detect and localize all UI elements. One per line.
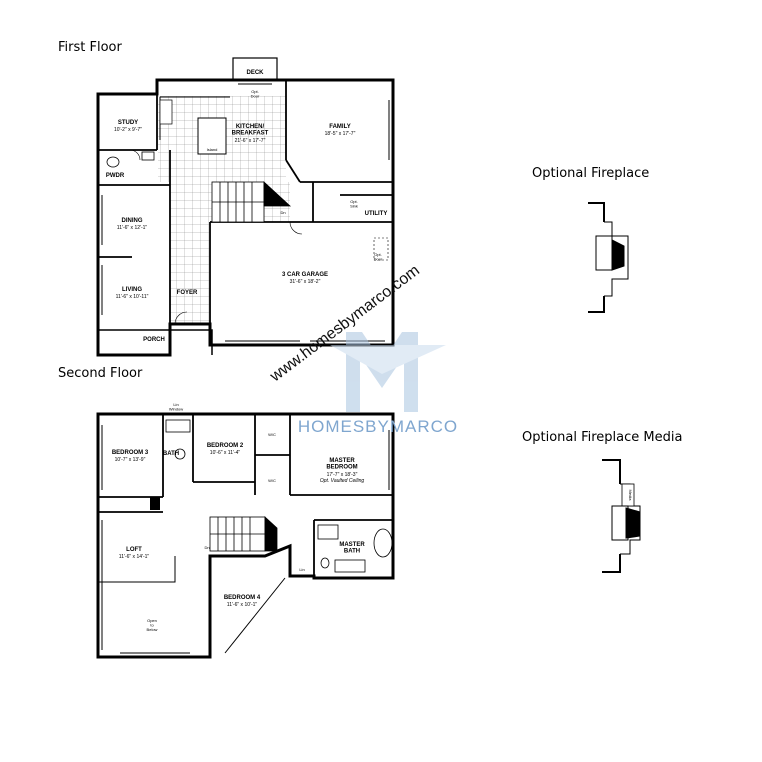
dining-dim: 11'-6" x 12'-1" <box>117 225 148 231</box>
opt-sink-label: Opt.Sink <box>350 199 358 208</box>
pwdr-label: PWDR <box>106 173 125 179</box>
living-label: LIVING <box>122 287 142 293</box>
optional-fireplace-heading: Optional Fireplace <box>532 166 650 181</box>
media-label: Media <box>628 490 633 502</box>
study-label: STUDY <box>118 120 138 126</box>
family-label: FAMILY <box>329 124 350 130</box>
second-floor-plan <box>96 412 395 659</box>
second-floor-heading: Second Floor <box>58 366 143 381</box>
second-floor-outer-wall <box>96 412 395 659</box>
second-floor-stairs <box>209 516 278 552</box>
wic-label-1: W/C <box>268 432 276 437</box>
bath-label: BATH <box>163 451 179 457</box>
deck-label: DECK <box>246 70 264 76</box>
opt-door-top-label: Opt.Door <box>251 89 260 98</box>
first-floor-labels: DECK Opt.Door STUDY 10'-2" x 9'-7" KITCH… <box>106 70 388 343</box>
optional-fireplace-detail <box>588 202 629 313</box>
foyer-label: FOYER <box>177 290 198 296</box>
watermark-logo <box>330 332 446 412</box>
master-bedroom-dim: 17'-7" x 18'-3" <box>327 472 358 478</box>
porch <box>98 329 213 355</box>
lin-label: Lin <box>299 567 304 572</box>
opt-door-garage-label: Opt.Door <box>374 252 383 261</box>
living-dim: 11'-6" x 10'-11" <box>116 294 149 300</box>
bedroom2-label: BEDROOM 2 <box>207 443 244 449</box>
wic-label-2: W/C <box>268 478 276 483</box>
loft-label: LOFT <box>126 547 142 553</box>
family-dim: 18'-5" x 17'-7" <box>325 131 356 137</box>
master-vaulted-note: Opt. Vaulted Ceiling <box>320 478 365 484</box>
foyer-tile-floor <box>170 182 210 324</box>
garage-label: 3 CAR GARAGE <box>282 272 328 278</box>
loft-dim: 11'-6" x 14'-1" <box>119 554 150 560</box>
bedroom4-label: BEDROOM 4 <box>224 595 261 601</box>
porch-label: PORCH <box>143 337 165 343</box>
deck <box>232 57 278 81</box>
optional-fireplace-media-heading: Optional Fireplace Media <box>522 430 683 445</box>
first-floor-heading: First Floor <box>58 40 122 55</box>
garage-dim: 31'-6" x 18'-2" <box>290 279 321 285</box>
first-floor-dn-label: Dn <box>280 210 285 215</box>
island-label: Island <box>207 147 218 152</box>
first-floor-plan <box>96 57 395 357</box>
study-dim: 10'-2" x 9'-7" <box>114 127 142 133</box>
utility-label: UTILITY <box>365 211 388 217</box>
second-floor-dn-label: Dn <box>204 545 209 550</box>
dining-label: DINING <box>122 218 143 224</box>
bedroom3-label: BEDROOM 3 <box>112 450 149 456</box>
bedroom3-dim: 10'-7" x 13'-9" <box>115 457 146 463</box>
kitchen-label: KITCHEN/BREAKFAST <box>232 124 269 137</box>
kitchen-dim: 21'-6" x 17'-7" <box>235 138 266 144</box>
kitchen-island <box>197 117 227 155</box>
bedroom4-dim: 11'-6" x 10'-1" <box>227 602 258 608</box>
open-to-below-rail <box>98 556 176 583</box>
watermark-brand: HOMESBYMARCO <box>298 417 458 436</box>
optional-fireplace-media-detail <box>602 459 641 573</box>
bedroom2-dim: 10'-6" x 11'-4" <box>210 450 241 456</box>
first-floor-stairs <box>211 181 292 223</box>
